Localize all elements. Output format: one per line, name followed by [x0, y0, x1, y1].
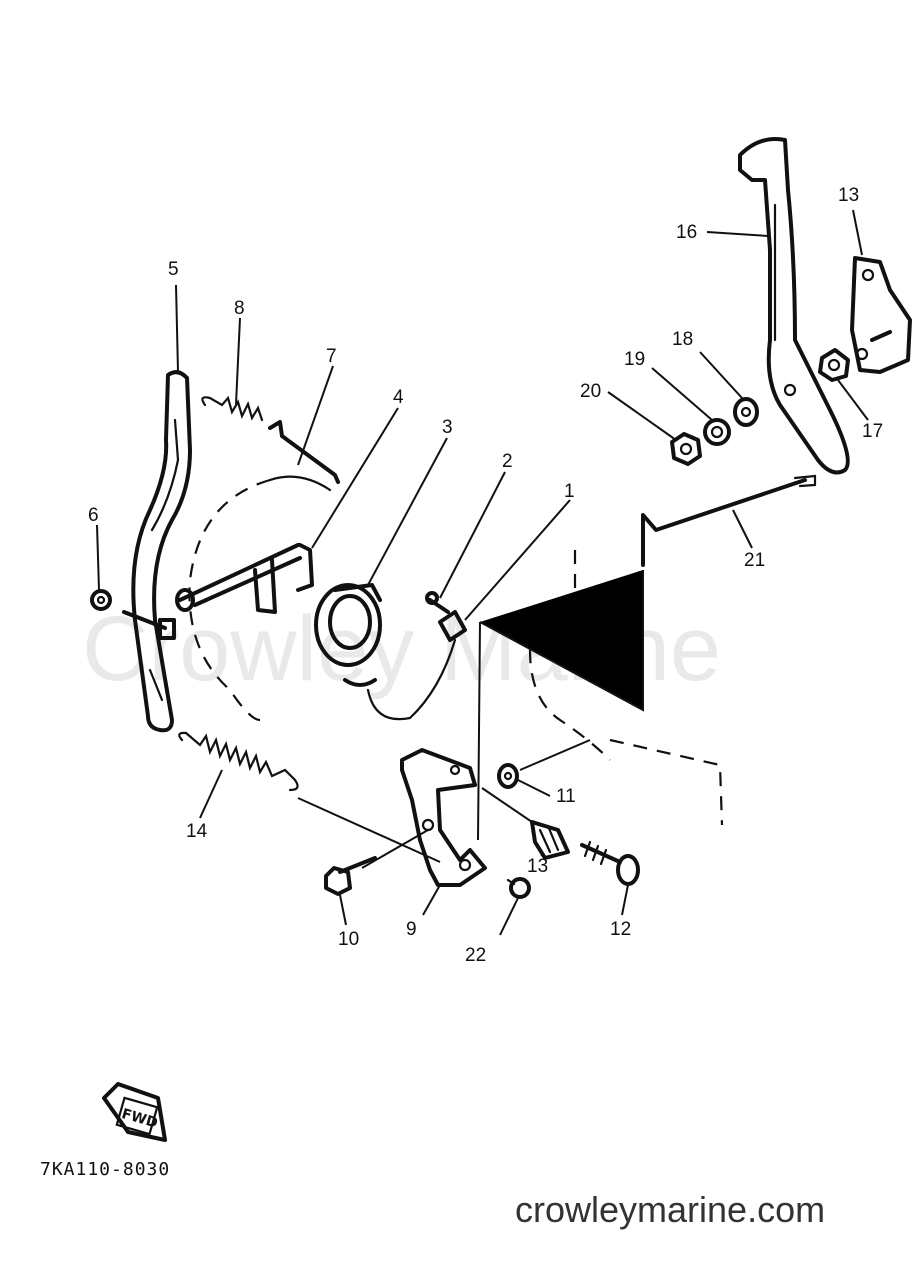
- part-8-spring: [201, 395, 264, 422]
- part-12-screw: [580, 840, 640, 886]
- part-label: 6: [88, 505, 99, 526]
- lever-pivot-bolt: [122, 610, 176, 640]
- part-3-cam: [314, 583, 382, 687]
- part-label: 3: [442, 417, 453, 438]
- part-label: 13: [527, 856, 548, 877]
- part-label: 16: [676, 222, 697, 243]
- part-20-nut: [670, 432, 702, 466]
- part-19-spacer: [703, 418, 731, 446]
- part-label: 13: [838, 185, 859, 206]
- part-label: 14: [186, 821, 208, 842]
- part-labels: 1 2 3 4 5 6 7 8 9 10 11 12 13 13 14 16 1…: [88, 185, 883, 966]
- assembly-lines: [297, 570, 644, 869]
- part-6-nut: [90, 589, 112, 611]
- part-label: 2: [502, 451, 513, 472]
- part-9-bracket: [400, 748, 487, 887]
- part-label: 18: [672, 329, 693, 350]
- part-label: 5: [168, 259, 179, 280]
- part-label: 22: [465, 945, 486, 966]
- diagram-code: 7KA110-8030: [40, 1159, 170, 1180]
- part-label: 9: [406, 919, 417, 940]
- part-label: 10: [338, 929, 359, 950]
- leader-lines: [96, 209, 869, 936]
- part-7-link-rod: [268, 420, 340, 484]
- part-22-nut: [506, 877, 531, 899]
- part-label: 4: [393, 387, 404, 408]
- part-17-nut: [818, 348, 850, 382]
- part-label: 8: [234, 298, 245, 319]
- part-13-collar: [530, 820, 570, 860]
- part-14-spring: [178, 731, 299, 792]
- part-label: 1: [564, 481, 575, 502]
- part-18-washer: [733, 397, 759, 427]
- part-label: 7: [326, 346, 337, 367]
- part-10-bolt: [324, 856, 377, 896]
- part-21-rod: [641, 474, 817, 567]
- part-label: 19: [624, 349, 645, 370]
- part-label: 17: [862, 421, 883, 442]
- part-5-lever: [131, 370, 192, 733]
- part-1-clip: [438, 610, 467, 642]
- part-16-lever: [738, 137, 850, 475]
- wire-loop: [366, 638, 457, 721]
- part-label: 11: [556, 786, 576, 807]
- website-text: crowleymarine.com: [515, 1189, 825, 1230]
- part-label: 20: [580, 381, 601, 402]
- part-2-screw: [425, 591, 450, 614]
- part-15-bracket: [850, 256, 912, 374]
- part-11-washer: [497, 763, 519, 789]
- part-label: 12: [610, 919, 631, 940]
- fwd-arrow-icon: FWD: [102, 1082, 167, 1142]
- part-label: 21: [744, 550, 765, 571]
- part-4-rod: [175, 543, 314, 614]
